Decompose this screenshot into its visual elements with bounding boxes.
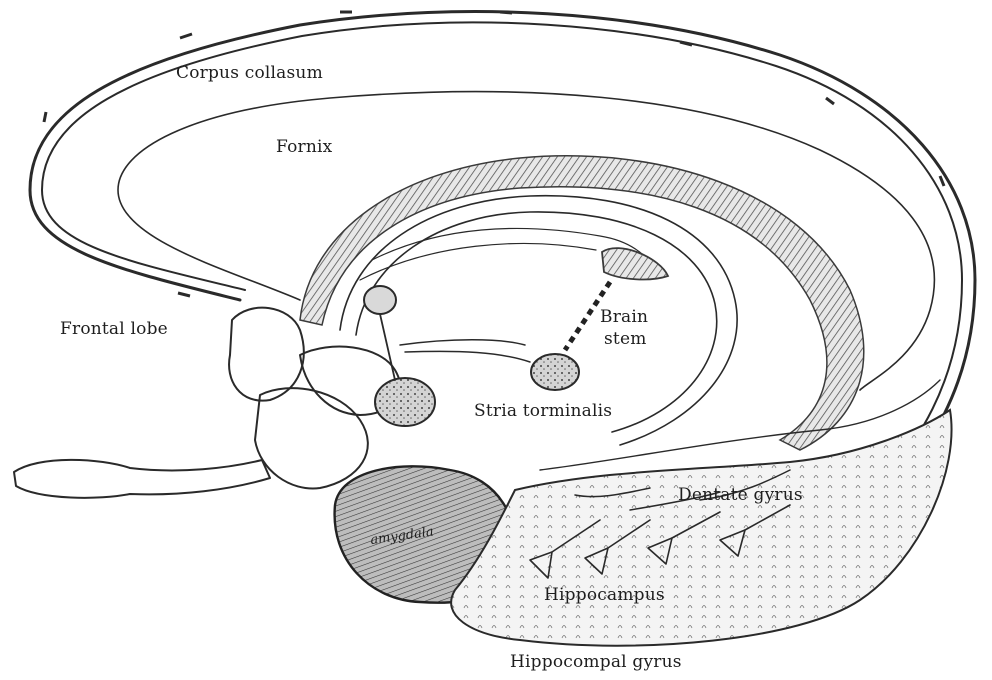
label-stria-terminalis: Stria torminalis <box>474 401 612 421</box>
label-frontal-lobe: Frontal lobe <box>60 319 168 339</box>
frontal-structures <box>14 286 530 498</box>
label-corpus-callosum: Corpus collasum <box>176 63 323 83</box>
label-dentate-gyrus: Dentate gyrus <box>678 485 803 505</box>
label-fornix: Fornix <box>276 137 333 157</box>
label-hippocampal-gyrus: Hippocompal gyrus <box>510 652 682 672</box>
label-hippocampus: Hippocampus <box>544 585 665 605</box>
label-brain-stem-1: Brain <box>600 307 648 327</box>
label-brain-stem-2: stem <box>604 329 647 349</box>
